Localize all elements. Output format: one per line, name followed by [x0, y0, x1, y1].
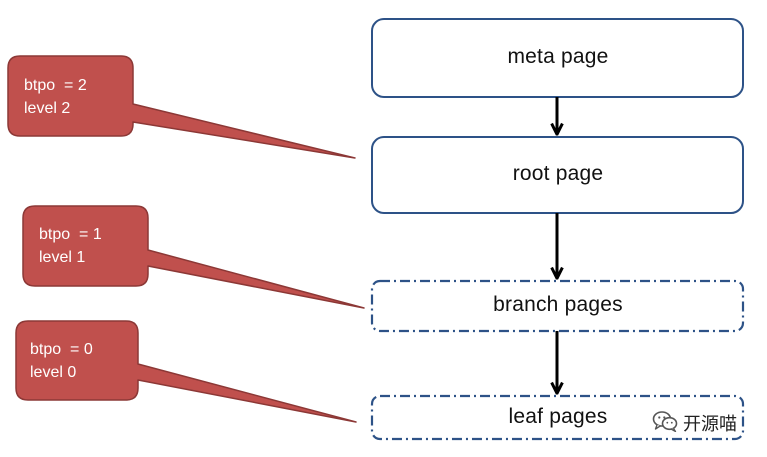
branch-pages-box: [370, 279, 745, 333]
leaf-pages-label: leaf pages: [508, 405, 608, 428]
callout-level-0-btpo: btpo = 0: [30, 341, 93, 358]
callout-level-0: [15, 320, 357, 423]
watermark: 开源喵: [652, 410, 737, 436]
callout-level-2-level: level 2: [24, 100, 71, 117]
callout-level-0-level: level 0: [30, 364, 77, 381]
callout-level-2: [7, 55, 356, 159]
wechat-icon: [652, 410, 678, 437]
callout-level-1: [22, 205, 365, 309]
callout-level-1-btpo: btpo = 1: [39, 226, 102, 243]
leaf-pages-box: [370, 394, 745, 441]
callout-level-2-btpo: btpo = 2: [24, 77, 87, 94]
branch-pages-label: branch pages: [493, 293, 623, 316]
watermark-text: 开源喵: [683, 414, 737, 435]
root-page-label: root page: [512, 162, 604, 185]
callout-level-1-level: level 1: [39, 249, 86, 266]
meta-page-label: meta page: [507, 45, 609, 68]
